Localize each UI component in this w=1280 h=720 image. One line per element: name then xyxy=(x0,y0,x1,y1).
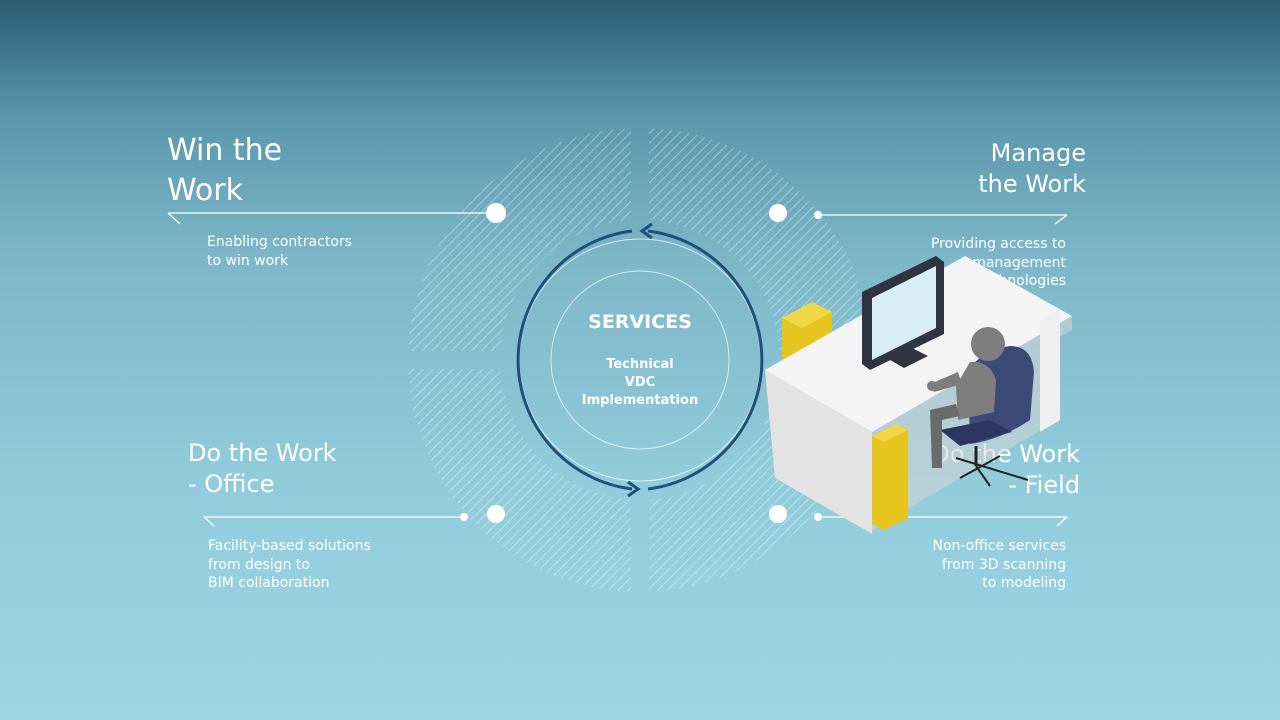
desc-line: BIM collaboration xyxy=(208,575,330,591)
field-desc: Non-office services from 3D scanning to … xyxy=(932,537,1066,593)
win-desc: Enabling contractors to win work xyxy=(207,233,352,270)
connector-manage xyxy=(769,204,1068,225)
title-line: Work xyxy=(167,173,243,208)
title-line: - Field xyxy=(1008,471,1080,499)
manage-title: Manage the Work xyxy=(978,138,1086,200)
center-line: VDC xyxy=(624,375,656,390)
desc-line: Enabling contractors xyxy=(207,234,352,250)
desc-line: Non-office services xyxy=(932,538,1066,554)
title-line: - Office xyxy=(188,470,275,498)
cycle-arrows-icon xyxy=(516,222,764,498)
title-line: the Work xyxy=(978,170,1086,198)
office-desc: Facility-based solutions from design to … xyxy=(208,537,371,593)
connector-win xyxy=(167,203,506,225)
title-line: Win the xyxy=(167,133,283,168)
person-icon xyxy=(927,327,1005,468)
title-line: Do the Work xyxy=(188,439,337,467)
center-subtitle: Technical VDC Implementation xyxy=(540,356,740,410)
desc-line: from design to xyxy=(208,556,310,573)
center-line: Technical xyxy=(606,357,674,372)
office-title: Do the Work - Office xyxy=(188,438,337,500)
title-line: Manage xyxy=(990,139,1086,167)
center-line: Implementation xyxy=(581,393,699,408)
desc-line: Providing access to xyxy=(930,236,1066,252)
manage-desc: Providing access to management technolog… xyxy=(931,235,1066,291)
win-title: Win the Work xyxy=(167,131,282,211)
desc-line: from 3D scanning xyxy=(941,556,1066,573)
desc-line: to modeling xyxy=(982,575,1066,591)
desc-line: management xyxy=(972,254,1066,271)
center-title: SERVICES xyxy=(588,311,692,333)
desc-line: to win work xyxy=(207,252,289,269)
connector-office xyxy=(203,505,505,527)
inner-ring-inner xyxy=(550,270,730,450)
desc-line: Facility-based solutions xyxy=(208,538,371,554)
